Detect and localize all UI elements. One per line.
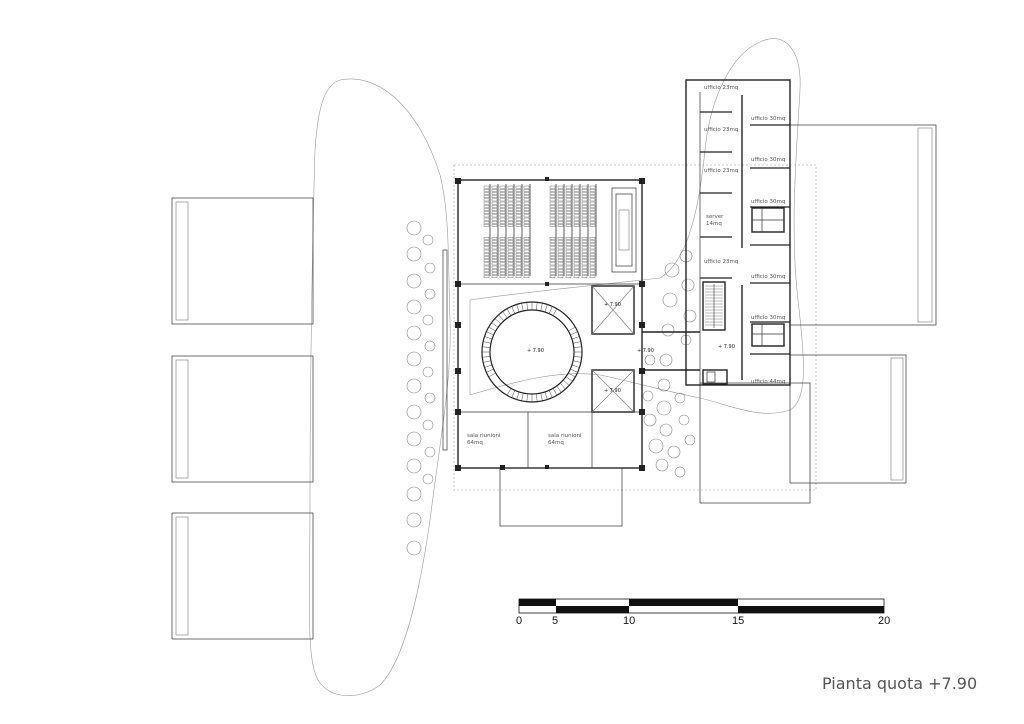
corridor xyxy=(642,331,811,504)
room-label-ufficio-2: ufficio 30mq xyxy=(751,116,785,122)
tree-icon xyxy=(643,413,657,427)
room-label-ufficio-7: ufficio 23mq xyxy=(704,259,738,265)
auditorium-stage xyxy=(611,187,637,273)
tree-icon xyxy=(642,390,654,402)
right-wings xyxy=(789,124,937,484)
tree-icon xyxy=(424,340,436,352)
tree-icon xyxy=(655,458,669,472)
tree-icon xyxy=(406,486,422,502)
tree-icon xyxy=(424,262,436,274)
tree-icon xyxy=(422,314,434,326)
tree-icon xyxy=(406,431,422,447)
tree-icon xyxy=(657,378,671,392)
tree-icon xyxy=(644,354,656,366)
level-marker-stair-north: + 7.90 xyxy=(604,302,621,308)
tree-icon xyxy=(678,414,690,426)
room-label-ufficio-10: ufficio 44mq xyxy=(751,379,785,385)
tree-icon xyxy=(661,323,675,337)
tree-icon xyxy=(406,351,422,367)
tree-icon xyxy=(406,540,422,556)
room-label-ufficio-5: ufficio 23mq xyxy=(704,168,738,174)
tree-icon xyxy=(422,234,434,246)
left-wings xyxy=(171,197,314,640)
tree-icon xyxy=(667,445,681,459)
glazed-facade xyxy=(442,249,448,451)
room-label-ufficio-1: ufficio 23mq xyxy=(704,85,738,91)
level-marker-office: + 7.90 xyxy=(718,344,735,350)
room-label-ufficio-3: ufficio 23mq xyxy=(704,127,738,133)
tree-icon xyxy=(406,325,422,341)
canopy-left xyxy=(309,78,451,696)
canopy-right xyxy=(469,38,804,414)
tree-icon xyxy=(406,378,422,394)
tree-icon xyxy=(424,446,436,458)
tree-icon xyxy=(422,473,434,485)
tree-icon xyxy=(422,366,434,378)
tree-icon xyxy=(406,273,422,289)
room-label-server-area: 14mq xyxy=(706,221,722,227)
level-markers: + 7.90 + 7.90 + 7.90 + 7.90 + 7.90 xyxy=(527,302,735,394)
scale-tick-15: 15 xyxy=(732,615,744,627)
tree-icon xyxy=(406,404,422,420)
tree-icon xyxy=(648,438,664,454)
tree-icon xyxy=(406,512,422,528)
scale-tick-10: 10 xyxy=(623,615,635,627)
tree-icon xyxy=(683,309,697,323)
tree-icon xyxy=(424,392,436,404)
tree-icon xyxy=(659,353,673,367)
main-block xyxy=(455,177,645,527)
level-marker-corridor: + 7.90 xyxy=(637,348,654,354)
room-label-sala-1-area: 64mq xyxy=(467,440,483,446)
level-marker-atrium: + 7.90 xyxy=(527,348,544,354)
scale-tick-0: 0 xyxy=(516,615,522,627)
scale-bar: 0 5 10 15 20 xyxy=(516,598,890,627)
room-label-server: server xyxy=(706,214,724,220)
tree-icon xyxy=(656,400,672,416)
tree-icon xyxy=(662,292,678,308)
tree-icon xyxy=(664,262,680,278)
tree-icon xyxy=(659,423,673,437)
room-label-ufficio-9: ufficio 30mq xyxy=(751,315,785,321)
scale-tick-20: 20 xyxy=(878,615,890,627)
tree-icon xyxy=(674,392,686,404)
room-label-sala-2: sala riunioni xyxy=(548,433,582,439)
level-marker-stair-south: + 7.90 xyxy=(604,388,621,394)
plan-title: Pianta quota +7.90 xyxy=(822,674,977,693)
site-outline xyxy=(453,164,817,491)
tree-icon xyxy=(684,434,696,446)
tree-icon xyxy=(406,220,422,236)
circular-atrium xyxy=(481,301,583,403)
room-label-ufficio-4: ufficio 30mq xyxy=(751,157,785,163)
room-label-sala-1: sala riunioni xyxy=(467,433,501,439)
tree-icon xyxy=(406,246,422,262)
room-label-ufficio-8: ufficio 30mq xyxy=(751,274,785,280)
tree-icon xyxy=(406,458,422,474)
trees xyxy=(406,220,697,556)
room-labels: ufficio 23mq ufficio 30mq ufficio 23mq u… xyxy=(467,85,785,446)
tree-icon xyxy=(674,466,686,478)
auditorium-seating xyxy=(483,184,597,279)
tree-icon xyxy=(406,299,422,315)
scale-tick-5: 5 xyxy=(552,615,558,627)
room-label-ufficio-6: ufficio 30mq xyxy=(751,199,785,205)
tree-icon xyxy=(424,288,436,300)
tree-icon xyxy=(422,419,434,431)
room-label-sala-2-area: 64mq xyxy=(548,440,564,446)
office-block xyxy=(685,79,791,386)
tree-icon xyxy=(681,278,695,292)
